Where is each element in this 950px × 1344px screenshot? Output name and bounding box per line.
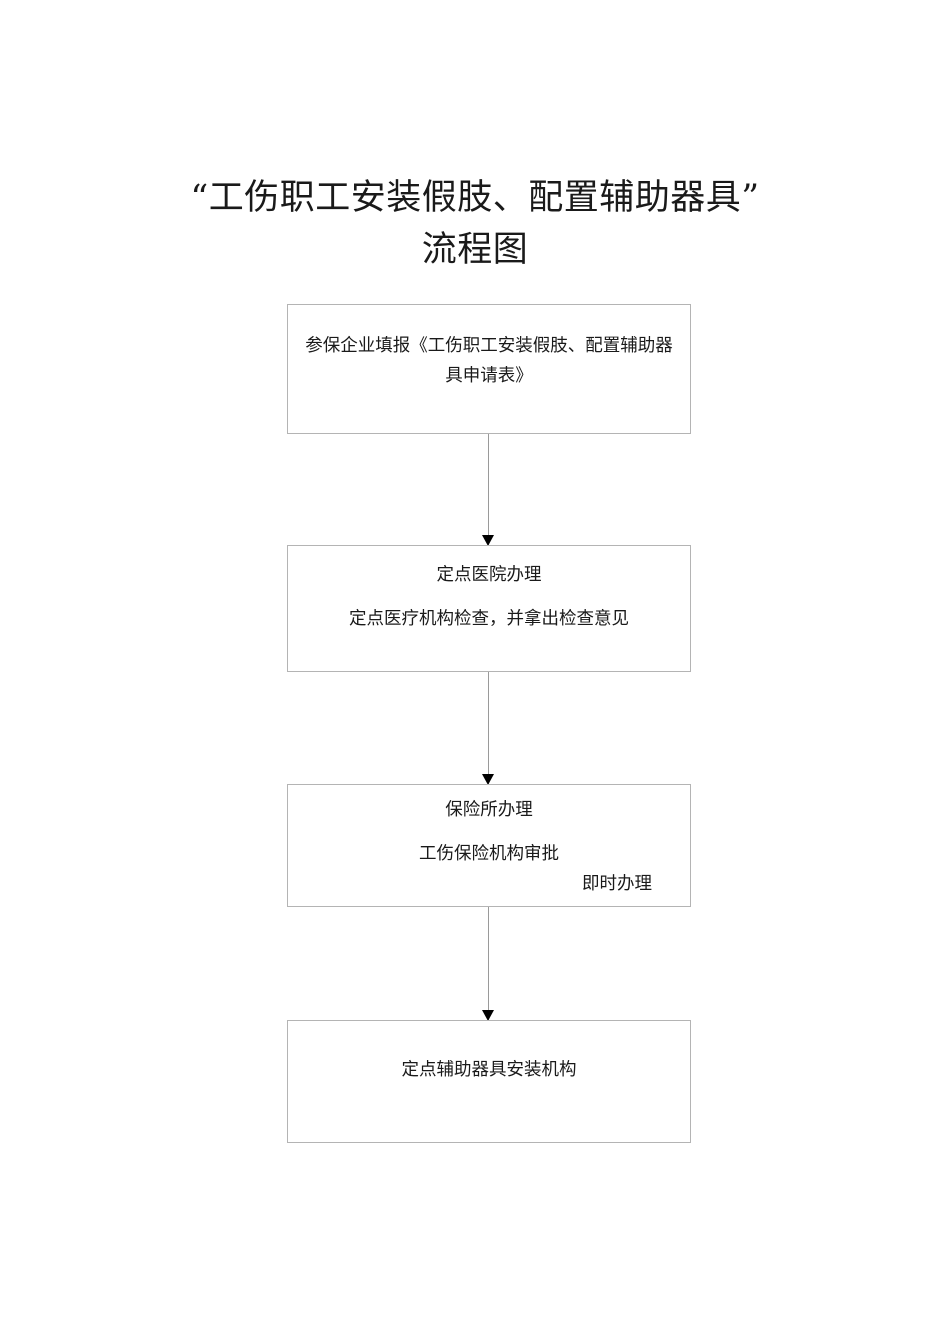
flow-node-heading: 保险所办理 (445, 800, 533, 820)
flow-node-note: 即时办理 (582, 874, 652, 894)
connector-line (488, 672, 489, 784)
arrow-down-icon (482, 1010, 494, 1021)
flow-node-text: 工伤保险机构审批 (419, 844, 559, 864)
page-title-line-1: “工伤职工安装假肢、配置辅助器具” (190, 178, 760, 218)
flow-node-body: 参保企业填报《工伤职工安装假肢、配置辅助器具申请表》 (288, 305, 690, 401)
flow-node-text: 参保企业填报《工伤职工安装假肢、配置辅助器具申请表》 (305, 336, 673, 386)
flow-node-body: 定点医院办理 定点医疗机构检查，并拿出检查意见 (288, 546, 690, 644)
flow-node-body: 定点辅助器具安装机构 (288, 1021, 690, 1095)
flow-node-designated-hospital[interactable]: 定点医院办理 定点医疗机构检查，并拿出检查意见 (287, 545, 691, 672)
flow-connector-2 (482, 672, 494, 785)
flow-node-body: 保险所办理 工伤保险机构审批 即时办理 (288, 785, 690, 909)
flow-connector-3 (482, 907, 494, 1021)
flow-node-text: 定点医疗机构检查，并拿出检查意见 (349, 609, 629, 629)
connector-line (488, 434, 489, 545)
flow-node-installation-agency[interactable]: 定点辅助器具安装机构 (287, 1020, 691, 1143)
flow-node-text: 定点辅助器具安装机构 (401, 1060, 577, 1080)
page-title: “工伤职工安装假肢、配置辅助器具” 流程图 (0, 172, 950, 276)
connector-line (488, 907, 489, 1020)
flow-node-heading: 定点医院办理 (436, 565, 542, 585)
flow-node-insurance-office[interactable]: 保险所办理 工伤保险机构审批 即时办理 (287, 784, 691, 907)
flow-node-apply-form[interactable]: 参保企业填报《工伤职工安装假肢、配置辅助器具申请表》 (287, 304, 691, 434)
flow-connector-1 (482, 434, 494, 546)
arrow-down-icon (482, 774, 494, 785)
page-title-line-2: 流程图 (421, 230, 529, 270)
arrow-down-icon (482, 535, 494, 546)
